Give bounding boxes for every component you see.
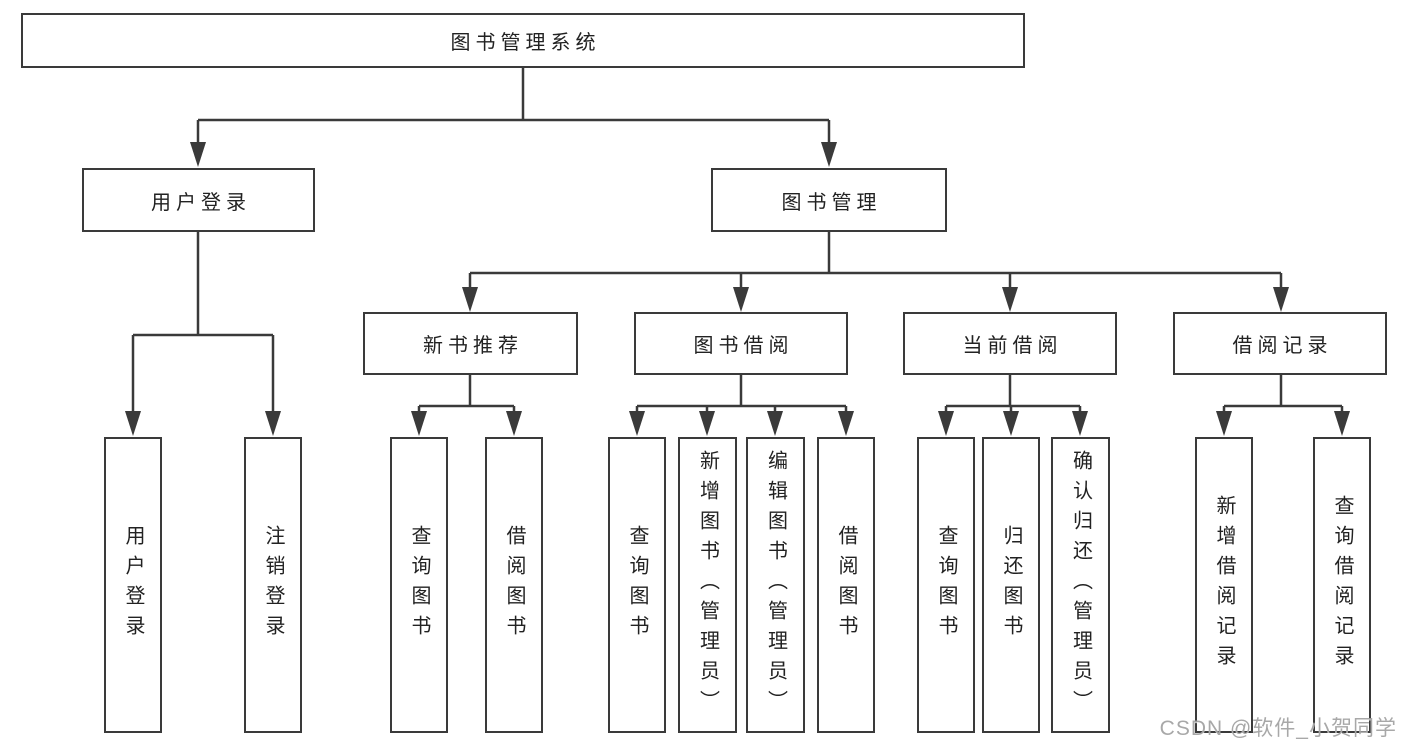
node-query-borrow-record-label: 查询借阅记录	[1331, 495, 1353, 675]
node-query-books-3: 查询图书	[917, 437, 975, 733]
node-borrow-records: 借阅记录	[1173, 312, 1387, 375]
node-user-login: 用户登录	[82, 168, 315, 232]
node-logout: 注销登录	[244, 437, 302, 733]
node-add-borrow-record-label: 新增借阅记录	[1213, 495, 1235, 675]
csdn-watermark: CSDN @软件_小贺同学	[1159, 717, 1397, 740]
node-edit-book-admin-label: 编辑图书（管理员）	[764, 450, 787, 720]
node-book-management: 图书管理	[711, 168, 947, 232]
node-borrow-books-1: 借阅图书	[485, 437, 543, 733]
node-confirm-return-admin-label: 确认归还（管理员）	[1069, 450, 1092, 720]
node-query-borrow-record: 查询借阅记录	[1313, 437, 1371, 733]
node-query-books-1-label: 查询图书	[408, 525, 430, 645]
node-book-borrow: 图书借阅	[634, 312, 848, 375]
node-query-books-1: 查询图书	[390, 437, 448, 733]
node-borrow-books-2-label: 借阅图书	[835, 525, 857, 645]
node-new-book-recommend: 新书推荐	[363, 312, 578, 375]
node-logout-label: 注销登录	[262, 525, 284, 645]
node-add-book-admin: 新增图书（管理员）	[678, 437, 737, 733]
node-root: 图书管理系统	[21, 13, 1025, 68]
node-login-label: 用户登录	[122, 525, 144, 645]
node-edit-book-admin: 编辑图书（管理员）	[746, 437, 805, 733]
node-borrow-books-2: 借阅图书	[817, 437, 875, 733]
node-borrow-books-1-label: 借阅图书	[503, 525, 525, 645]
node-add-borrow-record: 新增借阅记录	[1195, 437, 1253, 733]
node-return-book: 归还图书	[982, 437, 1040, 733]
node-query-books-3-label: 查询图书	[935, 525, 957, 645]
node-current-borrow: 当前借阅	[903, 312, 1117, 375]
node-query-books-2: 查询图书	[608, 437, 666, 733]
node-add-book-admin-label: 新增图书（管理员）	[696, 450, 719, 720]
node-confirm-return-admin: 确认归还（管理员）	[1051, 437, 1110, 733]
node-return-book-label: 归还图书	[1000, 525, 1022, 645]
node-login: 用户登录	[104, 437, 162, 733]
node-query-books-2-label: 查询图书	[626, 525, 648, 645]
